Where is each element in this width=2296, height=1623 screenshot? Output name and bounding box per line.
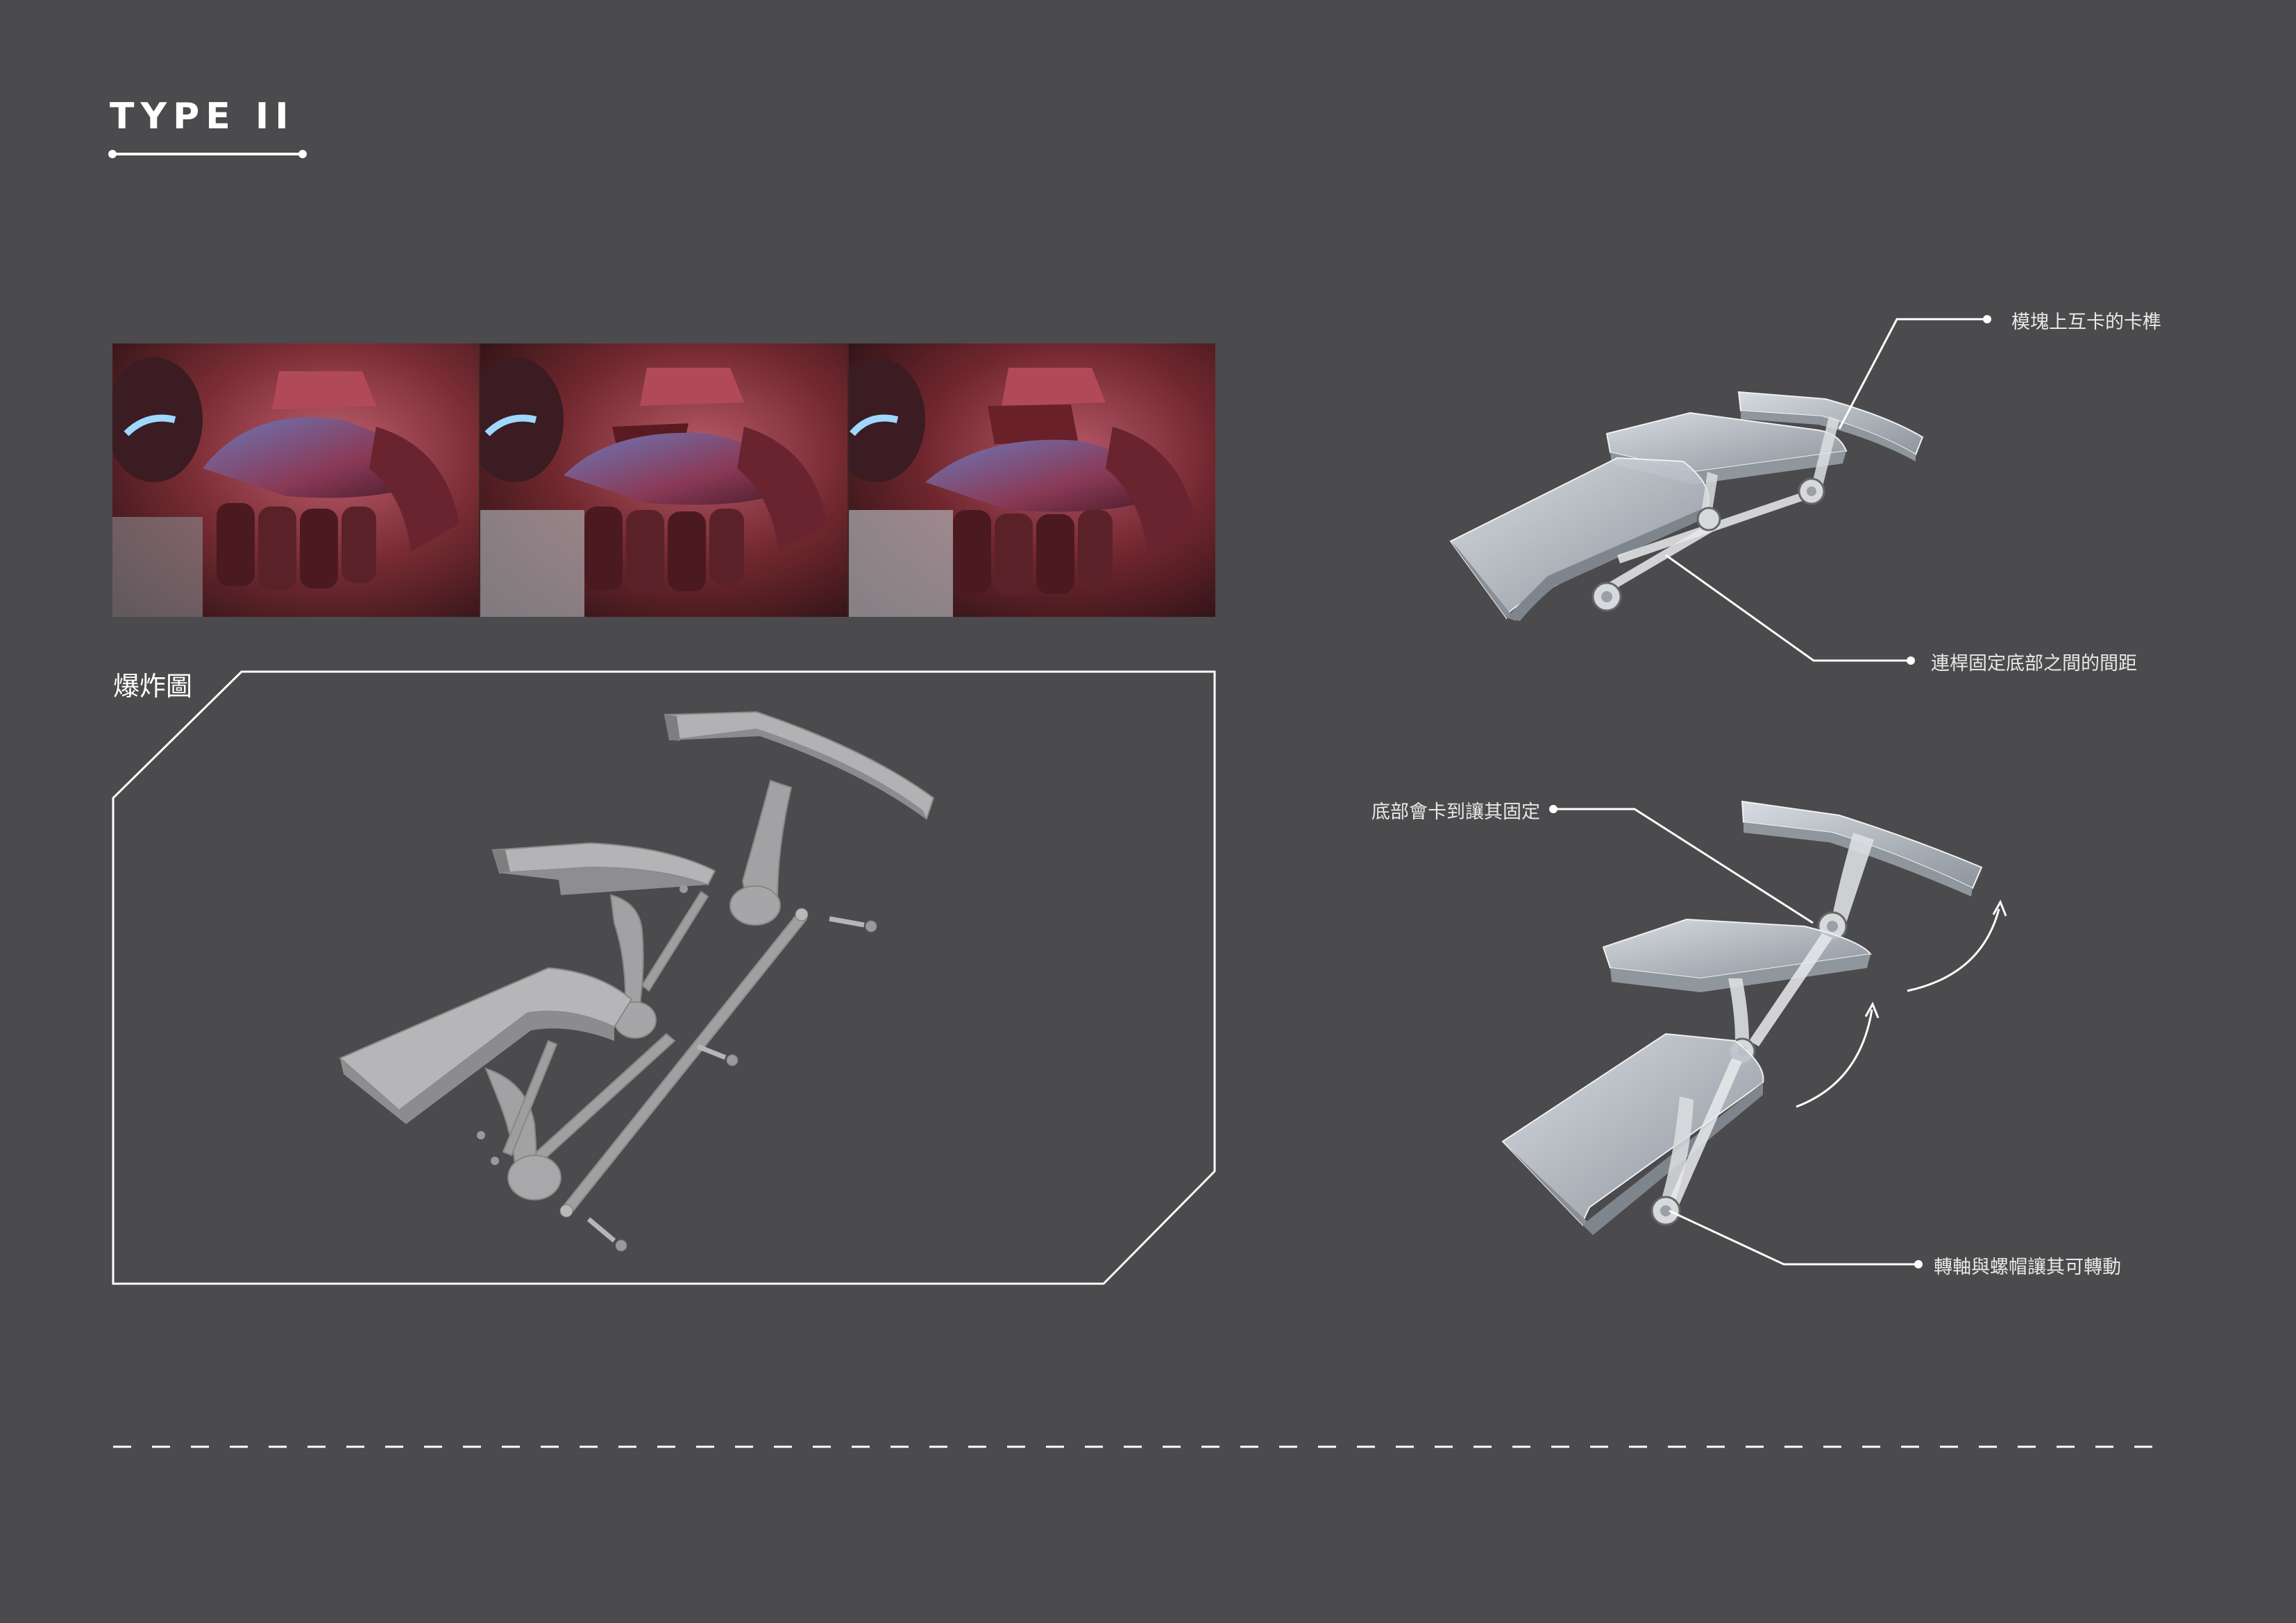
- exploded-bottom-plate: [339, 967, 633, 1124]
- rotation-arrow-lower: [1796, 1009, 1873, 1108]
- callout-linkage-spacing: 連桿固定底部之間的間距: [1931, 653, 2137, 674]
- exploded-middle-plate: [491, 842, 716, 895]
- reference-photo-3: [848, 343, 1215, 617]
- exploded-top-plate: [664, 711, 935, 820]
- rotation-arrow-upper: [1907, 908, 2000, 992]
- callout-interlock: 模塊上互卡的卡榫: [2011, 312, 2161, 333]
- exploded-view-frame: [112, 670, 1216, 1285]
- reference-photo-strip: [112, 343, 1215, 617]
- exploded-bolt-2: [696, 1044, 738, 1067]
- reference-photo-1: [112, 343, 481, 617]
- exploded-bolt-1: [679, 885, 877, 933]
- exploded-bottom-strut: [502, 1039, 558, 1157]
- exploded-view-label: 爆炸圖: [113, 671, 193, 702]
- callout-pivot-nut: 轉軸與螺帽讓其可轉動: [1934, 1257, 2121, 1278]
- exploded-link-upper: [641, 890, 709, 992]
- exploded-top-pivot: [729, 885, 781, 926]
- reference-photo-2: [480, 343, 849, 617]
- exploded-bottom-pivot: [507, 1155, 562, 1200]
- page-title: TYPE II: [110, 96, 295, 137]
- exploded-middle-arm: [609, 894, 644, 1021]
- exploded-bolt-3: [477, 1131, 627, 1252]
- callout-bottom-lock: 底部會卡到讓其固定: [1371, 801, 1540, 823]
